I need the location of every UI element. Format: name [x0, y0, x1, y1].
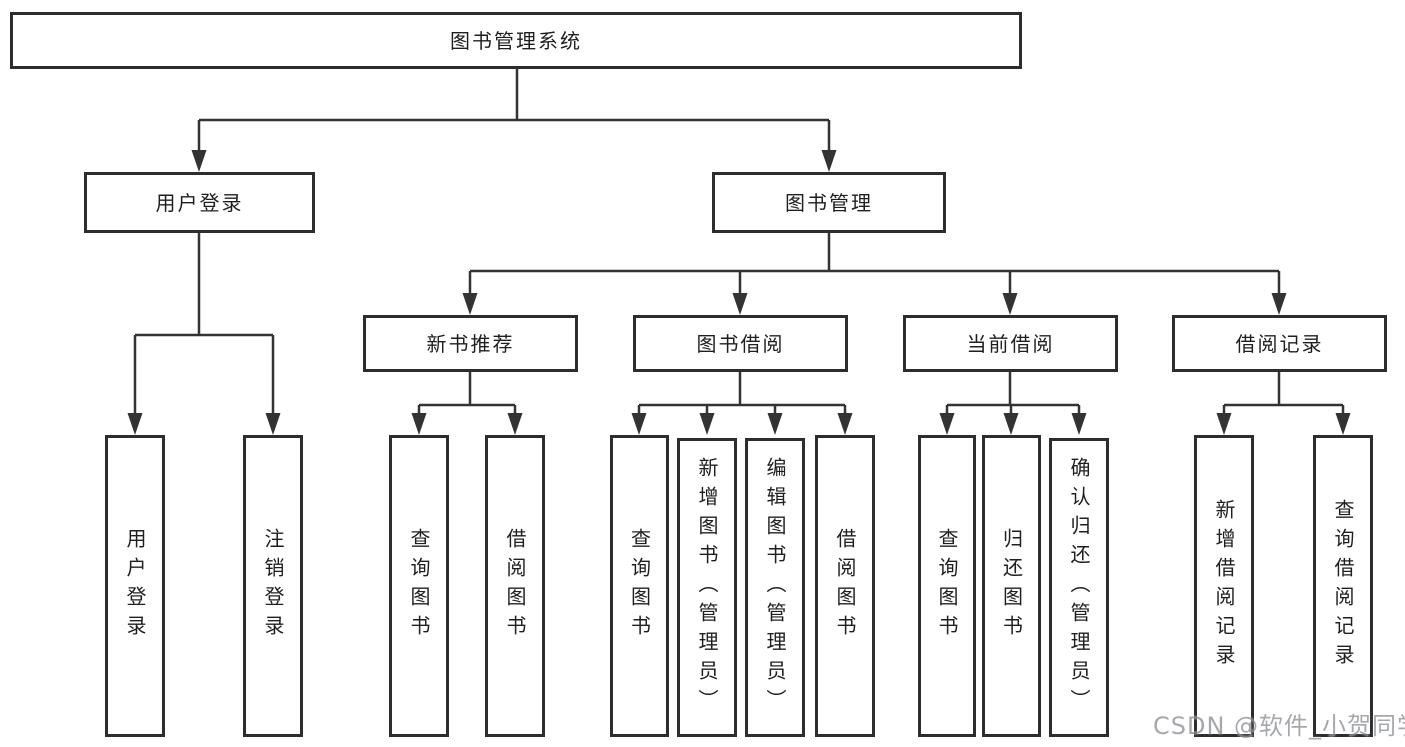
connector-borrow-record-to-children: [1222, 372, 1345, 416]
arrowhead: [462, 293, 478, 315]
node-label: 编辑图书（管理员）: [763, 457, 787, 718]
node-label: 注销登录: [261, 528, 285, 644]
node-label: 借阅图书: [503, 528, 527, 644]
arrowhead: [507, 413, 523, 435]
node-label: 借阅图书: [833, 528, 857, 644]
leaf-query-books-current: 查询图书: [918, 435, 976, 737]
arrowhead: [1002, 293, 1018, 315]
connector-book-mgmt-to-level3: [468, 233, 1281, 296]
arrowhead: [699, 413, 715, 435]
connector-book-borrow-to-children: [637, 372, 847, 416]
leaf-confirm-return-admin: 确认归还（管理员）: [1049, 438, 1109, 737]
node-label: 用户登录: [123, 528, 147, 644]
leaf-borrow-books: 借阅图书: [815, 435, 875, 737]
arrowhead: [837, 413, 853, 435]
arrowhead: [191, 150, 207, 172]
leaf-add-books-admin: 新增图书（管理员）: [677, 438, 737, 737]
csdn-watermark: CSDN @软件_小贺同学: [1153, 712, 1405, 740]
node-label: 查询借阅记录: [1331, 499, 1355, 673]
arrowhead: [127, 413, 143, 435]
node-label: 归还图书: [999, 528, 1024, 644]
node-label: 新增借阅记录: [1212, 499, 1236, 673]
connector-current-borrow-to-children: [945, 372, 1081, 416]
connector-root-to-level2: [197, 69, 831, 153]
arrowhead: [732, 293, 748, 315]
arrowhead: [1271, 293, 1287, 315]
node-label: 图书管理系统: [450, 28, 582, 53]
node-label: 新书推荐: [426, 331, 515, 356]
arrowhead: [821, 150, 837, 172]
arrowhead: [1216, 413, 1232, 435]
node-label: 借阅记录: [1235, 331, 1324, 356]
leaf-borrow-books-recommend: 借阅图书: [485, 435, 545, 737]
node-label: 图书借阅: [696, 331, 785, 356]
node-label: 新增图书（管理员）: [695, 457, 719, 718]
node-label: 查询图书: [407, 528, 431, 644]
leaf-edit-books-admin: 编辑图书（管理员）: [745, 438, 805, 737]
leaf-return-books: 归还图书: [982, 435, 1041, 737]
connector-user-login-to-children: [133, 233, 275, 416]
arrowhead: [631, 413, 647, 435]
node-book-borrowing: 图书借阅: [633, 315, 848, 372]
arrowhead: [767, 413, 783, 435]
leaf-user-login: 用户登录: [105, 435, 165, 737]
leaf-logout: 注销登录: [243, 435, 303, 737]
node-root-library-system: 图书管理系统: [10, 12, 1022, 69]
leaf-add-borrow-record: 新增借阅记录: [1194, 435, 1254, 737]
node-new-book-recommendation: 新书推荐: [363, 315, 578, 372]
arrowhead: [1071, 413, 1087, 435]
node-borrowing-records: 借阅记录: [1172, 315, 1387, 372]
node-book-management: 图书管理: [712, 172, 946, 233]
arrowhead: [939, 413, 955, 435]
leaf-query-books-borrow: 查询图书: [610, 435, 669, 737]
arrowhead: [1003, 413, 1019, 435]
connector-new-book-to-children: [417, 372, 517, 416]
node-label: 当前借阅: [966, 331, 1055, 356]
arrowhead: [411, 413, 427, 435]
arrowhead: [265, 413, 281, 435]
leaf-query-borrow-record: 查询借阅记录: [1313, 435, 1373, 737]
node-label: 查询图书: [627, 528, 652, 644]
node-label: 用户登录: [155, 190, 244, 215]
node-label: 确认归还（管理员）: [1067, 457, 1091, 718]
leaf-query-books-recommend: 查询图书: [389, 435, 449, 737]
arrowhead: [1335, 413, 1351, 435]
node-label: 查询图书: [935, 528, 959, 644]
node-current-borrowing: 当前借阅: [903, 315, 1118, 372]
node-label: 图书管理: [785, 190, 873, 215]
node-user-login: 用户登录: [84, 172, 315, 233]
